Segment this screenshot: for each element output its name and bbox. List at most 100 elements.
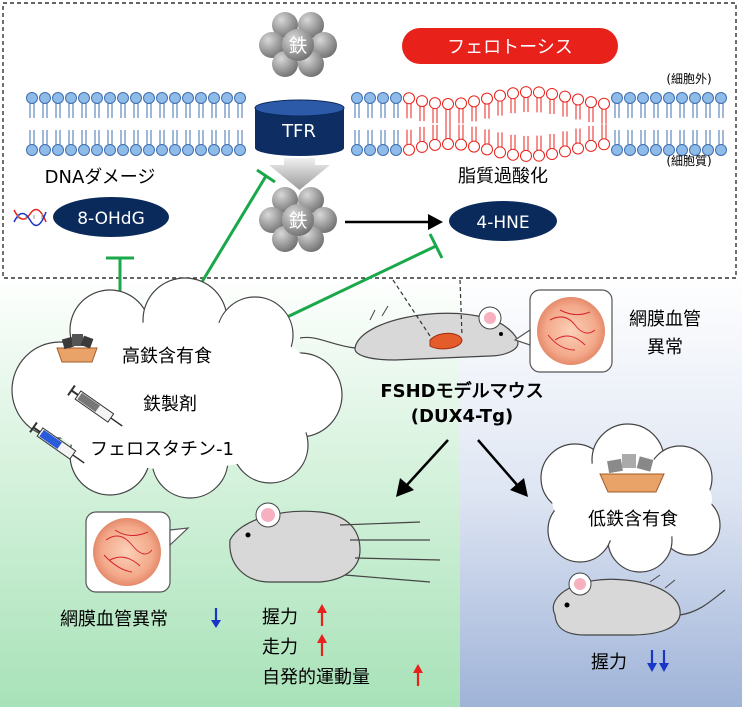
- lipid-head: [377, 92, 389, 104]
- lipid-head: [533, 86, 545, 99]
- lipid-head: [416, 140, 428, 153]
- lipid-head: [715, 144, 727, 156]
- lipid-head: [507, 148, 519, 161]
- lipid-head: [403, 92, 415, 105]
- lipid-head: [637, 92, 649, 104]
- lipid-bilayer: [26, 86, 727, 162]
- 4hne-oval: [449, 201, 557, 241]
- lipid-head: [364, 144, 376, 156]
- lipid-head: [104, 92, 116, 104]
- model-name: FSHDモデルマウス: [380, 380, 543, 402]
- lipid-head: [637, 144, 649, 156]
- dna-helix-icon: [13, 208, 47, 227]
- ferroptosis-pill: [402, 28, 618, 64]
- lipid-head: [494, 146, 506, 159]
- lipid-head: [715, 92, 727, 104]
- lipid-head: [221, 92, 233, 104]
- retina-callout: [513, 289, 613, 373]
- lipid-head: [130, 144, 142, 156]
- lipid-head: [624, 92, 636, 104]
- lipid-head: [481, 143, 493, 156]
- low-iron-grip-label: 握力: [591, 652, 627, 673]
- lipid-head: [52, 92, 64, 104]
- lipid-head: [39, 92, 51, 104]
- retina-label-line1: 網膜血管: [629, 309, 701, 330]
- lipid-head: [52, 144, 64, 156]
- lipid-head: [26, 144, 38, 156]
- iron-cluster-inner: [259, 187, 337, 252]
- grip-up-arrow: [317, 604, 327, 626]
- lipid-head: [117, 92, 129, 104]
- iron-label-inner: 鉄: [288, 210, 307, 232]
- lipid-head: [663, 92, 675, 104]
- lipid-head: [208, 92, 220, 104]
- lipid-head: [611, 144, 623, 156]
- low-iron-diet-label: 低鉄含有食: [588, 509, 678, 530]
- lipid-head: [546, 87, 558, 100]
- running-up-arrow: [317, 634, 327, 656]
- lipid-head: [455, 97, 467, 110]
- lipid-head: [520, 149, 532, 162]
- arrow-to-low-iron-outcome: [477, 439, 519, 487]
- lipid-head: [572, 93, 584, 106]
- lipid-head: [169, 144, 181, 156]
- lipid-head: [26, 92, 38, 104]
- lipid-head: [546, 148, 558, 161]
- voluntary-up-arrow: [413, 664, 423, 686]
- lipid-head: [429, 138, 441, 151]
- lipid-head: [234, 92, 246, 104]
- lipid-head: [377, 144, 389, 156]
- lipid-head: [117, 144, 129, 156]
- lipid-head: [104, 144, 116, 156]
- low-iron-mouse: [552, 572, 726, 636]
- running-mouse: [229, 502, 441, 583]
- lipid-head: [702, 144, 714, 156]
- lipid-head: [481, 92, 493, 105]
- lipid-head: [416, 95, 428, 108]
- iron-label-top: 鉄: [288, 35, 307, 57]
- lipid-head: [468, 140, 480, 153]
- lipid-head: [78, 144, 90, 156]
- lipid-head: [650, 144, 662, 156]
- lipid-head: [429, 97, 441, 110]
- lipid-head: [442, 97, 454, 110]
- low-iron-cloud: [540, 423, 721, 573]
- extracellular-label: (細胞外): [666, 72, 711, 86]
- lipid-head: [676, 92, 688, 104]
- lipid-head: [598, 97, 610, 110]
- lipid-head: [156, 144, 168, 156]
- lipid-head: [169, 92, 181, 104]
- treatment-iron-supplement: 鉄製剤: [143, 394, 197, 415]
- lipid-head: [221, 144, 233, 156]
- lipid-head: [624, 144, 636, 156]
- lipid-head: [520, 86, 532, 99]
- retina-down-arrow: [211, 608, 221, 628]
- lipid-head: [143, 144, 155, 156]
- lipid-head: [585, 139, 597, 152]
- lipid-head: [585, 96, 597, 109]
- treatment-ferrostatin: フェロスタチン-1: [90, 439, 234, 460]
- lipid-head: [364, 92, 376, 104]
- lipid-head: [676, 144, 688, 156]
- lipid-head: [182, 92, 194, 104]
- outcome-voluntary-label: 自発的運動量: [262, 667, 370, 688]
- 8ohdg-oval: [53, 197, 169, 237]
- 4hne-label: 4-HNE: [476, 213, 529, 233]
- high-iron-food-icon: [56, 334, 98, 363]
- lipid-head: [455, 138, 467, 151]
- lipid-head: [403, 143, 415, 156]
- syringe-icon: [29, 421, 85, 464]
- syringe-icon: [67, 384, 123, 427]
- lipid-head: [559, 145, 571, 158]
- lipid-head: [507, 87, 519, 100]
- ferroptosis-label: フェロトーシス: [447, 37, 573, 58]
- treatment-high-iron-diet: 高鉄含有食: [122, 346, 212, 367]
- lipid-head: [351, 92, 363, 104]
- lipid-head: [442, 138, 454, 151]
- lipid-head: [533, 149, 545, 162]
- lipid-head: [650, 92, 662, 104]
- lipid-head: [195, 92, 207, 104]
- outcome-retina-label: 網膜血管異常: [60, 609, 168, 630]
- lipid-head: [689, 92, 701, 104]
